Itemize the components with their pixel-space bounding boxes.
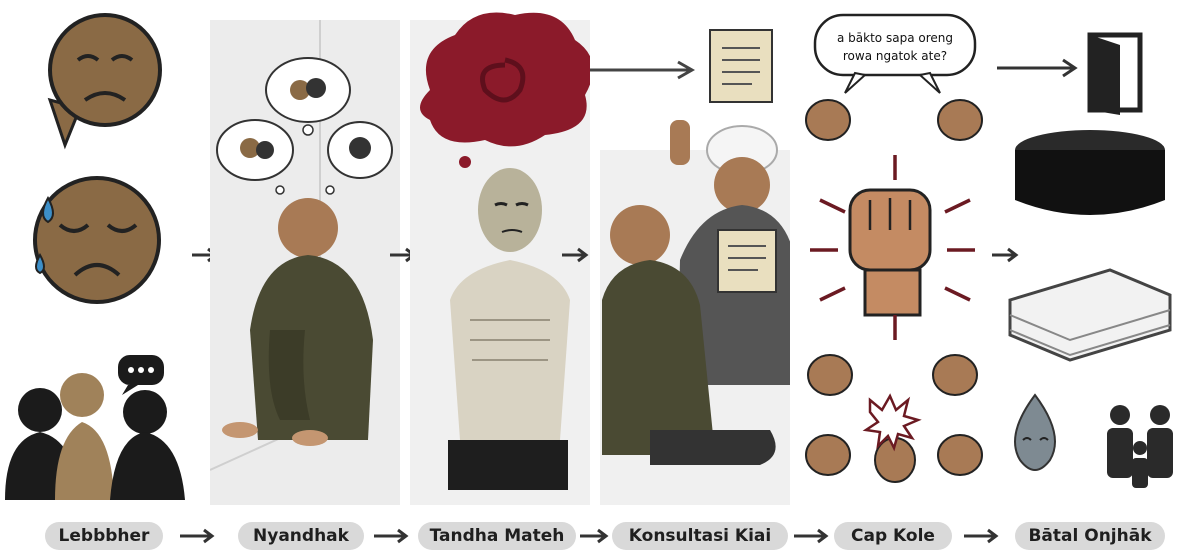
step-label-cap-kole: Cap Kole — [834, 522, 952, 550]
scroll-icon — [718, 230, 776, 292]
speech-bubble-line2: rowa ngatok ate? — [843, 49, 947, 63]
step-label-tandha-mateh: Tandha Mateh — [418, 522, 576, 550]
gossip-people-icon — [5, 355, 185, 500]
step-label-batal-onjhak: Bātal Onjhāk — [1015, 522, 1165, 550]
panel-batal-onjhak — [995, 0, 1184, 505]
fist-icon — [850, 190, 930, 315]
panel-lebbbher — [0, 0, 200, 515]
panel-cap-kole: a bākto sapa oreng rowa ngatok ate? — [790, 0, 1000, 505]
songkok-cap-icon — [1015, 130, 1165, 215]
door-icon — [1090, 35, 1140, 115]
step-label-nyandhak: Nyandhak — [238, 522, 364, 550]
step-arrow-5 — [962, 526, 1002, 546]
step-label-konsultasi-kiai: Konsultasi Kiai — [612, 522, 788, 550]
step-arrow-4 — [792, 526, 832, 546]
step-arrow-3 — [578, 526, 612, 546]
family-icon — [1107, 405, 1173, 488]
folded-cloth-icon — [1010, 270, 1170, 360]
sweating-face-icon — [35, 178, 159, 302]
burst-icon — [866, 396, 918, 448]
speech-bubble: a bākto sapa oreng rowa ngatok ate? — [815, 15, 975, 93]
sad-face-icon — [50, 15, 160, 145]
step-arrow-2 — [372, 526, 412, 546]
step-arrow-1 — [178, 526, 218, 546]
crying-drop-icon — [1015, 395, 1055, 470]
flow-arrow-3 — [560, 245, 590, 265]
panel-konsultasi-kiai — [590, 0, 790, 505]
panel-nyandhak — [210, 0, 400, 505]
speech-bubble-line1: a bākto sapa oreng — [837, 31, 953, 45]
scroll-icon — [710, 30, 772, 102]
step-label-lebbbher: Lebbbher — [45, 522, 163, 550]
